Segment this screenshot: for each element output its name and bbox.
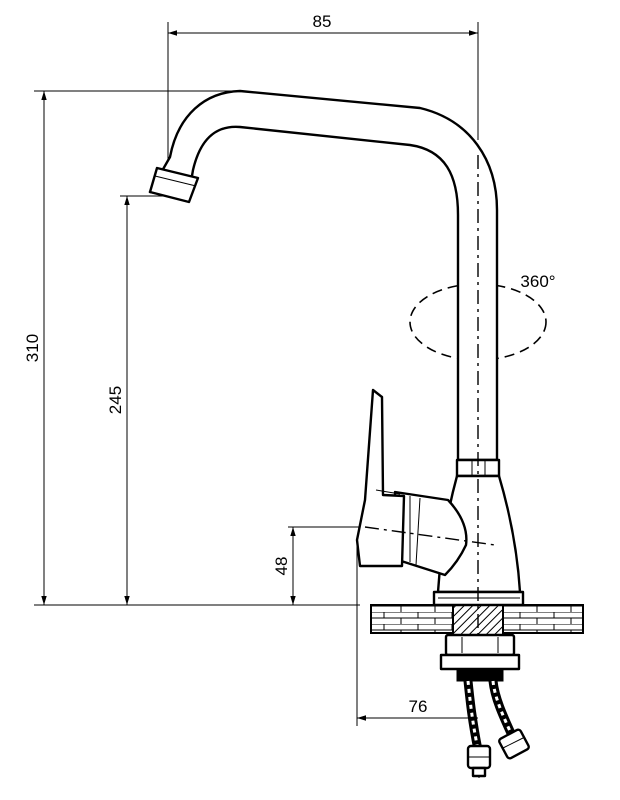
hose-fitting-right	[498, 728, 530, 760]
dimension-base-offset: 76	[356, 538, 478, 726]
dimension-width-top: 85	[167, 12, 479, 160]
mounting-washer	[439, 653, 521, 671]
countertop	[370, 604, 584, 636]
dimension-label-245: 245	[106, 386, 125, 414]
hose-fitting-left	[466, 744, 492, 778]
dimension-label-48: 48	[272, 557, 291, 576]
rotation-label-360: 360°	[520, 272, 555, 291]
faucet	[148, 89, 530, 778]
lever-axis	[364, 526, 496, 546]
dimension-label-76: 76	[409, 697, 428, 716]
dimension-spout-height: 245	[106, 195, 166, 605]
lever-housing	[393, 490, 468, 577]
spout-tube	[148, 89, 499, 462]
dimension-lever-height: 48	[272, 526, 365, 605]
lever-handle	[355, 388, 406, 568]
dimension-label-310: 310	[23, 334, 42, 362]
dimension-total-height: 310	[23, 90, 360, 606]
mounting-nut	[444, 633, 516, 657]
aerator	[148, 166, 200, 204]
dimension-label-85: 85	[313, 12, 332, 31]
